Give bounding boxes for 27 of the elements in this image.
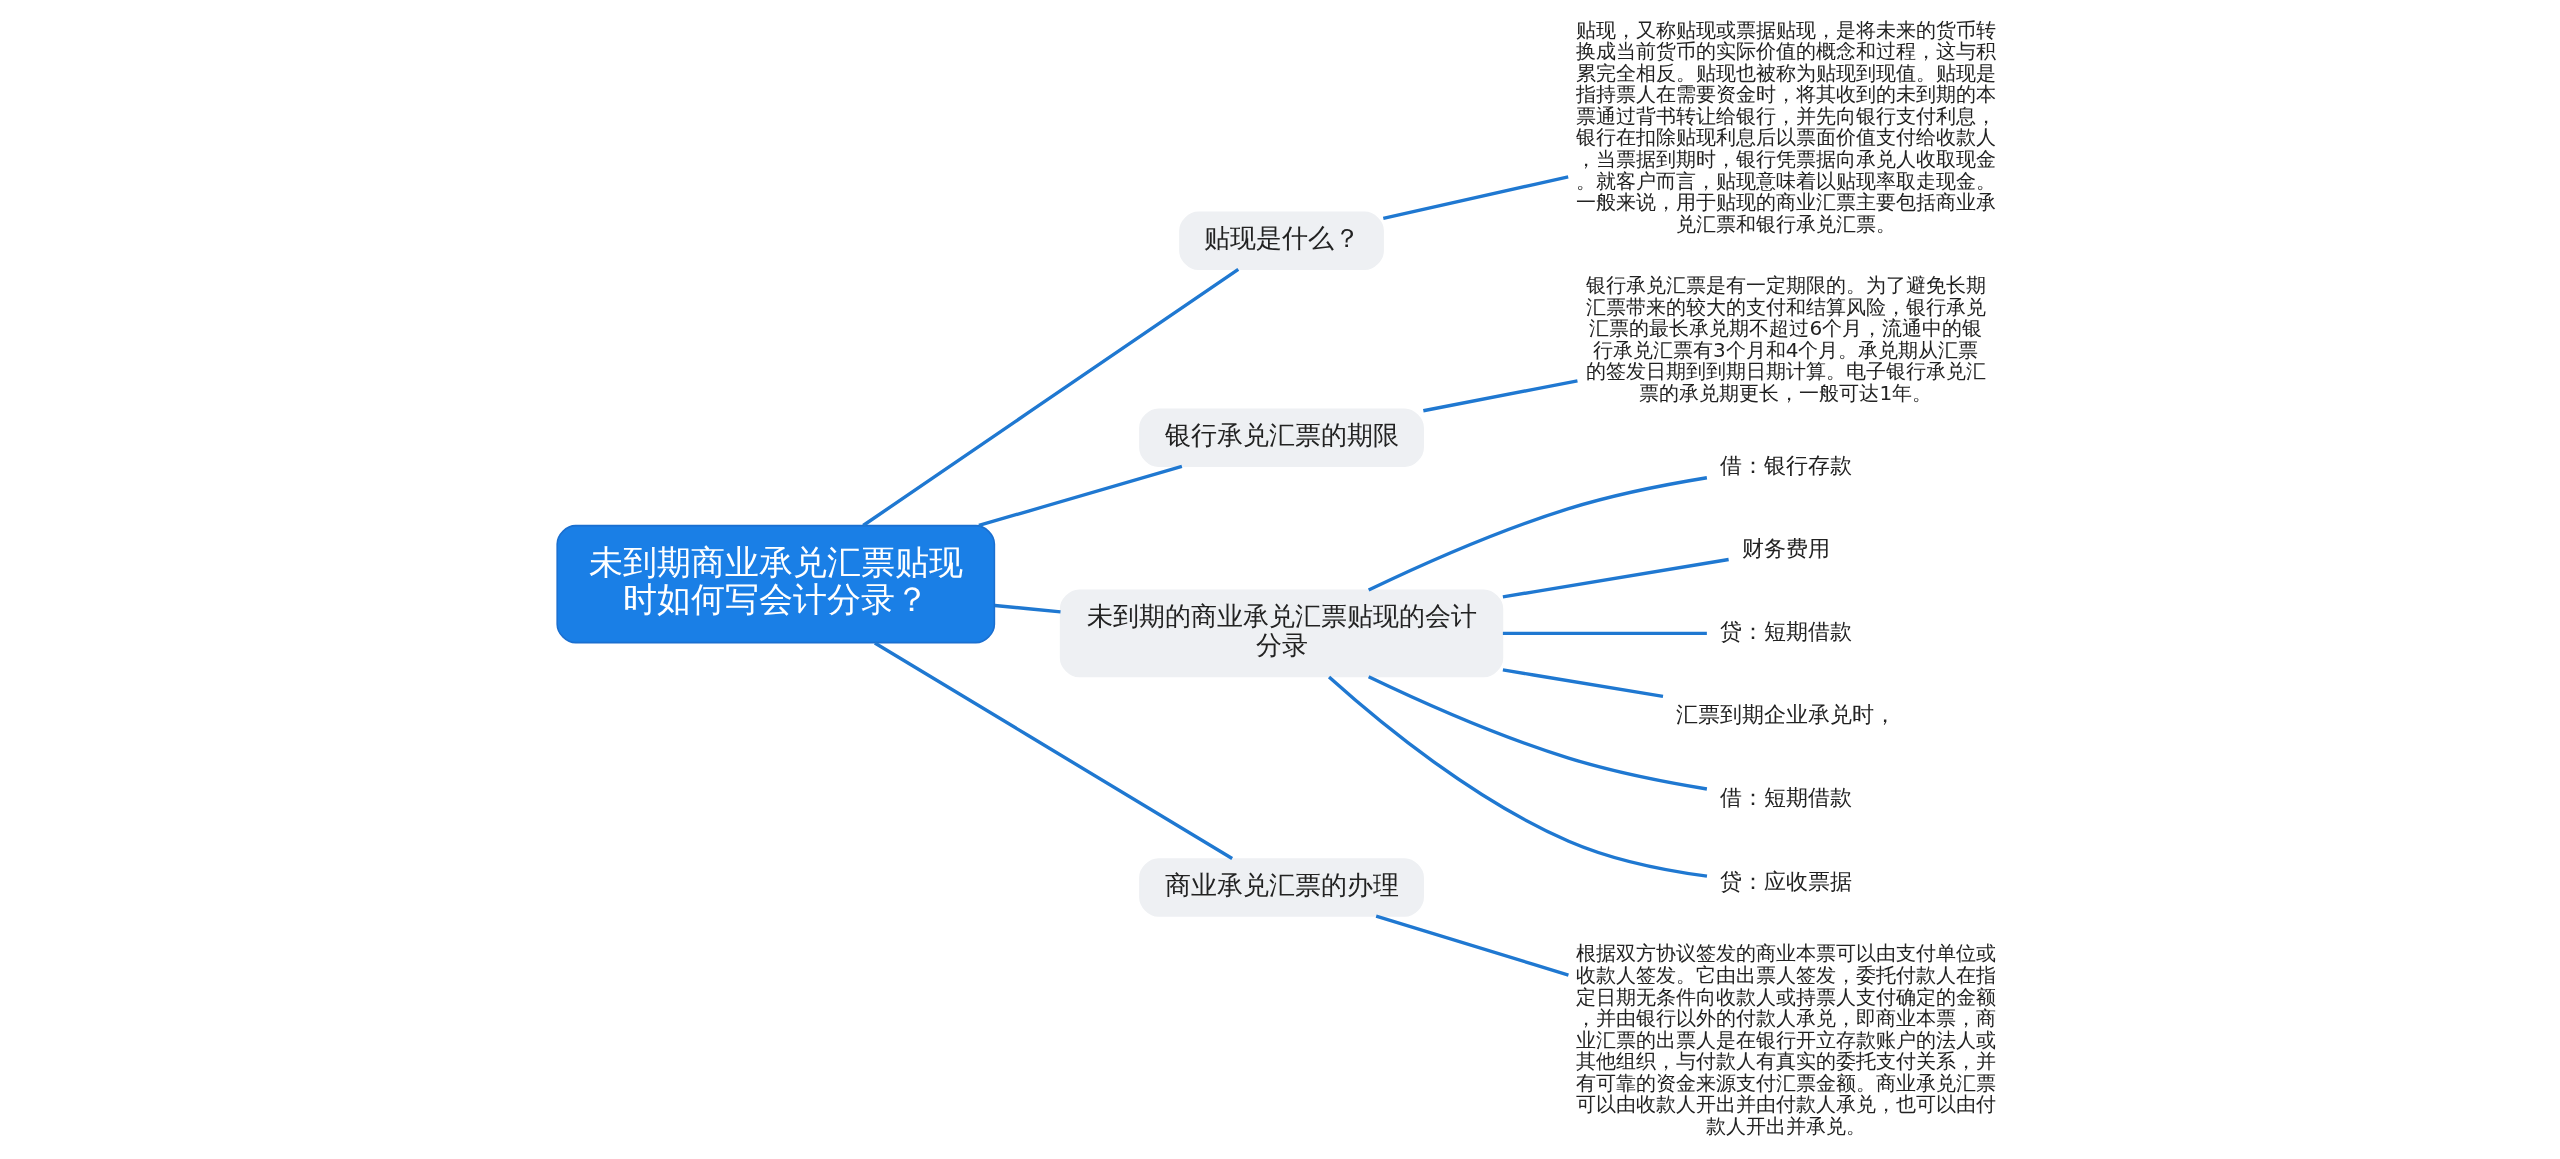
node-box: 贴现是什么？ — [1179, 211, 1384, 271]
node-text: 贷：应收票据 — [1719, 868, 1852, 894]
connector — [994, 603, 1061, 614]
connector — [862, 267, 1240, 527]
node-text: 贷：短期借款 — [1719, 619, 1852, 645]
node-box: 未到期的商业承兑汇票贴现的会计分录 — [1059, 589, 1504, 678]
connector — [1367, 675, 1708, 791]
node-text: 借：银行存款 — [1719, 452, 1852, 478]
node-text: 根据双方协议签发的商业本票可以由支付单位或收款人签发。它由出票人签发，委托付款人在指定日期无条件向收款人或持票人支付确定的金额，并由银行以外的付款人承兑，即商业本票，商业汇票的出票人是在银行开立存款账户的法人或其他组织，与付款人有真实的委托支付关系，并有可靠的资金来源支付汇票金额。商业承兑汇票可以由收款人开出并由付款人承兑，也可以由付款人开出并承兑。 — [1575, 941, 1996, 1138]
node-text: 财务费用 — [1741, 535, 1830, 561]
connector — [1502, 631, 1707, 636]
node-text: 银行承兑汇票是有一定期限的。为了避免长期汇票带来的较大的支付和结算风险，银行承兑汇票的最长承兑期不超过6个月，流通中的银行承兑汇票有3个月和4个月。承兑期从汇票的签发日期到到期日期计算。电子银行承兑汇票的承兑期更长，一般可达1年。 — [1585, 273, 1986, 405]
connector — [1375, 914, 1569, 977]
connector — [1502, 557, 1729, 599]
connector — [873, 641, 1234, 860]
node-text: 贴现，又称贴现或票据贴现，是将未来的货币转换成当前货币的实际价值的概念和过程，这与积累完全相反。贴现也被称为贴现到现值。贴现是指持票人在需要资金时，将其收到的未到期的本票通过背书转让给银行，并先向银行支付利息，银行在扣除贴现利息后以票面价值支付给收款人，当票据到期时，银行凭票据向承兑人收取现金。就客户而言，贴现意味着以贴现率取走现金。一般来说，用于贴现的商业汇票主要包括商业承兑汇票和银行承兑汇票。 — [1575, 17, 1996, 236]
node-text: 借：短期借款 — [1719, 785, 1852, 811]
connector — [1423, 379, 1578, 413]
node-box: 未到期商业承兑汇票贴现时如何写会计分录？ — [556, 524, 996, 644]
connector — [1502, 668, 1664, 699]
connector — [1382, 175, 1569, 220]
connector — [1367, 476, 1708, 592]
connector — [1327, 675, 1708, 878]
connector — [978, 464, 1183, 528]
node-box: 商业承兑汇票的办理 — [1139, 858, 1424, 917]
node-text: 汇票到期企业承兑时， — [1675, 702, 1896, 728]
node-box: 银行承兑汇票的期限 — [1139, 408, 1424, 468]
